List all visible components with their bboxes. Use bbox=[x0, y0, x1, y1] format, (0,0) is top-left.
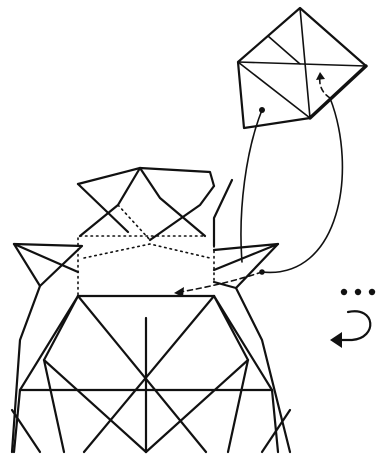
inset-crease-upper bbox=[300, 8, 366, 66]
turn-over-arrowhead bbox=[330, 332, 342, 348]
connector-left bbox=[241, 110, 262, 262]
origami-model bbox=[12, 168, 290, 452]
model-top-left-diag bbox=[78, 184, 128, 232]
left-wing bbox=[14, 244, 82, 286]
body-diag-2 bbox=[84, 296, 214, 452]
turn-over-symbol bbox=[330, 311, 370, 348]
inset-fold-arrowhead bbox=[316, 72, 325, 80]
hidden-edge-mid bbox=[84, 244, 210, 258]
body-diag-6 bbox=[146, 360, 248, 452]
repeat-dots bbox=[341, 289, 375, 295]
model-right-ear bbox=[214, 180, 232, 246]
body-right-outer bbox=[236, 288, 290, 452]
detail-connectors bbox=[241, 98, 342, 275]
inset-crease-horizontal bbox=[238, 62, 366, 66]
inset-crease-lower bbox=[238, 62, 310, 118]
enlarged-flap-inset bbox=[238, 8, 366, 128]
model-top-right-diag bbox=[150, 186, 214, 240]
model-top-left-fold bbox=[80, 168, 140, 236]
body-diag-1 bbox=[78, 296, 206, 452]
inset-thick-edge bbox=[310, 66, 366, 118]
inset-crease-inner bbox=[268, 36, 300, 64]
model-top-right-fold bbox=[140, 168, 205, 236]
inset-crease-center bbox=[300, 8, 310, 118]
